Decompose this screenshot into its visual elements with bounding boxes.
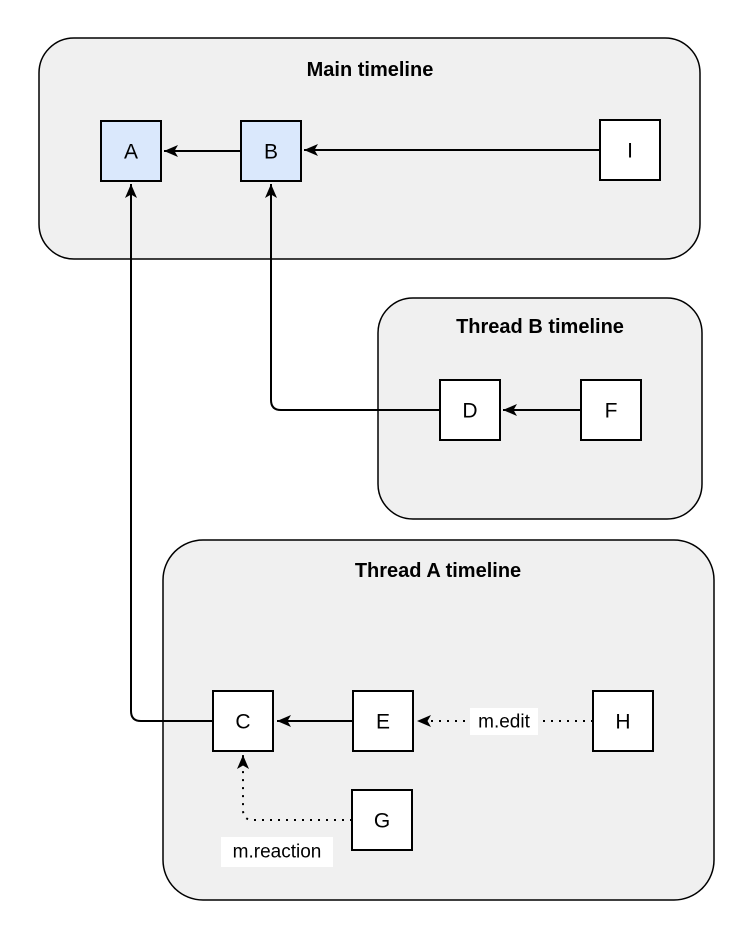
- node-B-label: B: [264, 141, 278, 164]
- container-main-timeline: Main timeline: [38, 37, 701, 260]
- node-E-label: E: [376, 711, 390, 734]
- container-main-timeline-box: [38, 37, 701, 260]
- edge-label-m-edit: m.edit: [470, 708, 538, 735]
- node-G-box: [351, 789, 413, 851]
- edge-label-m-reaction-text: m.reaction: [233, 842, 322, 863]
- container-thread-b-timeline-box: [377, 297, 703, 520]
- node-I-label: I: [627, 140, 633, 163]
- node-C-label: C: [235, 711, 250, 734]
- node-B: B: [240, 120, 302, 182]
- node-C: C: [212, 690, 274, 752]
- node-E: E: [352, 690, 414, 752]
- node-A-box: [100, 120, 162, 182]
- edge-D-to-B-path: [265, 184, 440, 411]
- node-C-box: [212, 690, 274, 752]
- edge-label-m-reaction-bg: [221, 837, 333, 867]
- node-D-label: D: [462, 400, 477, 423]
- node-F-label: F: [605, 400, 618, 423]
- edge-C-to-A-path: [125, 184, 213, 722]
- container-thread-b-timeline: Thread B timeline: [377, 297, 703, 520]
- node-G-label: G: [374, 810, 390, 833]
- node-F-box: [580, 379, 642, 441]
- node-I-box: [599, 119, 661, 181]
- node-F: F: [580, 379, 642, 441]
- node-H: H: [592, 690, 654, 752]
- node-G: G: [351, 789, 413, 851]
- edge-label-m-edit-text: m.edit: [478, 712, 530, 733]
- container-main-timeline-title: Main timeline: [307, 59, 434, 81]
- node-D-box: [439, 379, 501, 441]
- node-H-label: H: [615, 711, 630, 734]
- container-thread-a-timeline-title: Thread A timeline: [355, 560, 521, 582]
- edge-label-m-reaction: m.reaction: [221, 837, 333, 867]
- node-B-box: [240, 120, 302, 182]
- container-thread-b-timeline-title: Thread B timeline: [456, 316, 624, 338]
- node-I: I: [599, 119, 661, 181]
- node-D: D: [439, 379, 501, 441]
- node-A-label: A: [124, 141, 138, 164]
- node-H-box: [592, 690, 654, 752]
- node-E-box: [352, 690, 414, 752]
- container-thread-a-timeline: Thread A timeline: [162, 539, 715, 901]
- node-A: A: [100, 120, 162, 182]
- edge-label-m-edit-bg: [470, 708, 538, 735]
